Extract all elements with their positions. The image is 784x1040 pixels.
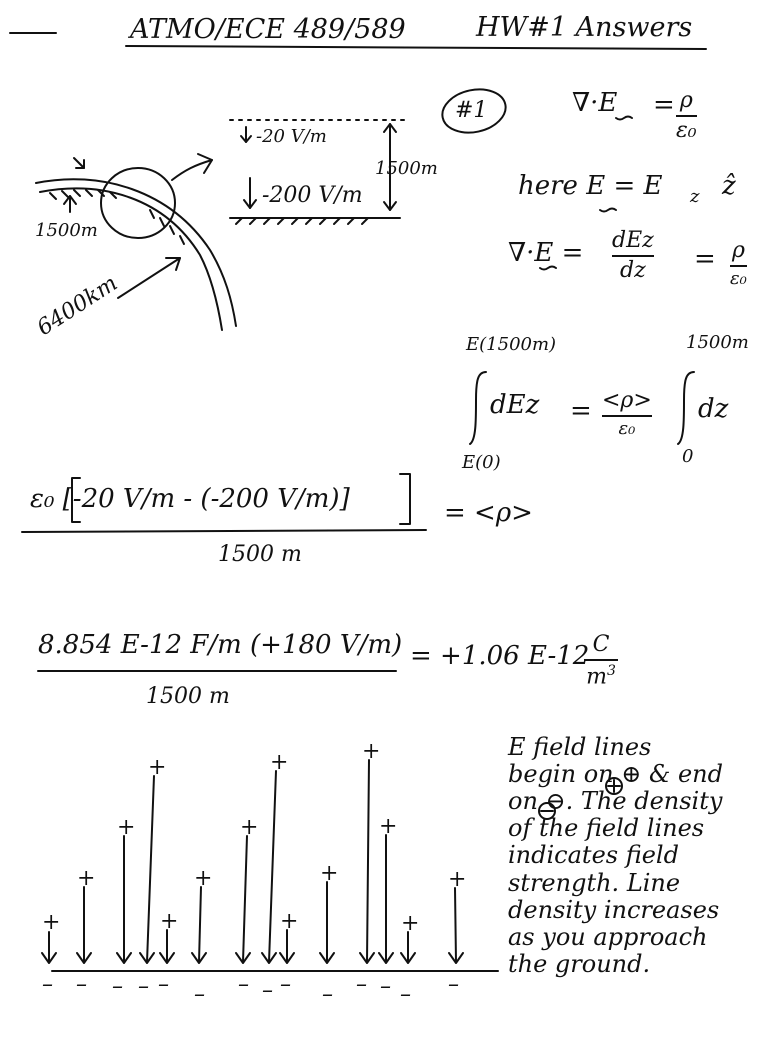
vec-tilde-1 [615,115,633,121]
earth-surface-outer [35,178,237,327]
int-lower-left: E(0) [462,452,501,473]
result1-rhs: = <ρ> [444,498,533,528]
problem-label: #1 [455,98,488,123]
here-text: here E = E [518,171,663,201]
explanation-line: indicates field [508,841,679,870]
int-body-left: dEz [490,390,540,420]
minus-charge: – [238,972,249,997]
explanation-line: of the field lines [508,814,705,843]
minus-charge: – [158,972,169,997]
here-unit: ẑ [722,171,736,201]
plus-charge: + [117,815,136,840]
result1-fraction-bar [21,529,427,533]
minus-charge: – [76,972,87,997]
plus-charge: + [270,750,289,775]
label-bottom-field: -200 V/m [262,183,363,208]
circled-minus-icon [538,802,556,820]
title-course: ATMO/ECE 489/589 [130,14,406,45]
deriv-rhs-fraction: ρ ε₀ [730,238,747,289]
minus-charge: – [280,972,291,997]
minus-charge: – [262,978,273,1003]
int-upper-right: 1500m [686,332,749,353]
plus-charge: + [148,755,167,780]
plus-charge: + [448,867,467,892]
label-top-field: -20 V/m [256,126,327,147]
zoom-arrowhead [197,153,213,174]
plus-charge: + [194,866,213,891]
explanation-line: density increases [508,895,720,924]
minus-charge: – [112,974,123,999]
int-body-right: dz [698,394,729,424]
plus-charge: + [42,910,61,935]
integral-right [677,371,695,445]
explanation-line: begin on ⊕ & end [508,760,723,789]
minus-charge: – [400,982,411,1007]
result2-rhs: = +1.06 E-12 [410,641,590,671]
title-underline [125,45,707,50]
minus-charge: – [380,974,391,999]
result2-denominator: 1500 m [146,684,230,709]
deriv-fraction: dEz dz [612,228,654,283]
result1-denominator: 1500 m [218,542,302,567]
minus-charge: – [194,982,205,1007]
plus-charge: + [401,911,420,936]
bracket-right [399,473,411,525]
explanation-text: E field lines begin on ⊕ & end on ⊖. The… [508,733,778,978]
explanation-line: the ground. [508,949,651,978]
int-upper-left: E(1500m) [466,334,557,355]
explanation-line: on ⊖. The density [508,787,723,816]
deriv-lhs: ∇·E = [508,238,584,268]
explanation-line: as you approach [508,922,708,951]
plus-charge: + [77,866,96,891]
plus-charge: + [379,814,398,839]
minus-charge: – [322,982,333,1007]
label-height-left: 1500m [35,220,98,241]
zoom-arrow [171,159,213,181]
explanation-line: E field lines [508,733,652,761]
result1-numerator: ε₀ [-20 V/m - (-200 V/m)] [30,484,350,514]
result2-numerator: 8.854 E-12 F/m (+180 V/m) [38,630,403,660]
plus-charge: + [240,815,259,840]
radius-arrow [117,257,181,299]
int-mid-fraction: <ρ> ε₀ [602,388,652,439]
plus-charge: + [362,739,381,764]
earth-surface-inner [39,187,223,331]
ground-hatching [235,217,369,225]
here-sub: z [690,186,700,207]
zoom-circle [100,167,176,239]
earth-hatching [49,189,185,245]
gauss-fraction: ρ ε₀ [676,88,697,143]
minus-charge: – [138,974,149,999]
problem-circle [441,88,507,134]
result2-unit-fraction: C m3 [584,634,618,688]
plus-charge: + [160,909,179,934]
title-hw: HW#1 Answers [476,12,693,43]
bracket-left [71,477,81,523]
explanation-line: strength. Line [508,868,681,897]
int-lower-right: 0 [682,446,694,467]
minus-charge: – [356,972,367,997]
label-height-right: 1500m [375,158,438,179]
field-lines-diagram [41,759,499,972]
minus-charge: – [448,972,459,997]
circled-plus-icon [605,777,623,795]
plus-charge: + [280,909,299,934]
integral-left [469,371,487,445]
gauss-lhs: ∇·E [572,88,618,118]
minus-charge: – [42,972,53,997]
plus-charge: + [320,861,339,886]
